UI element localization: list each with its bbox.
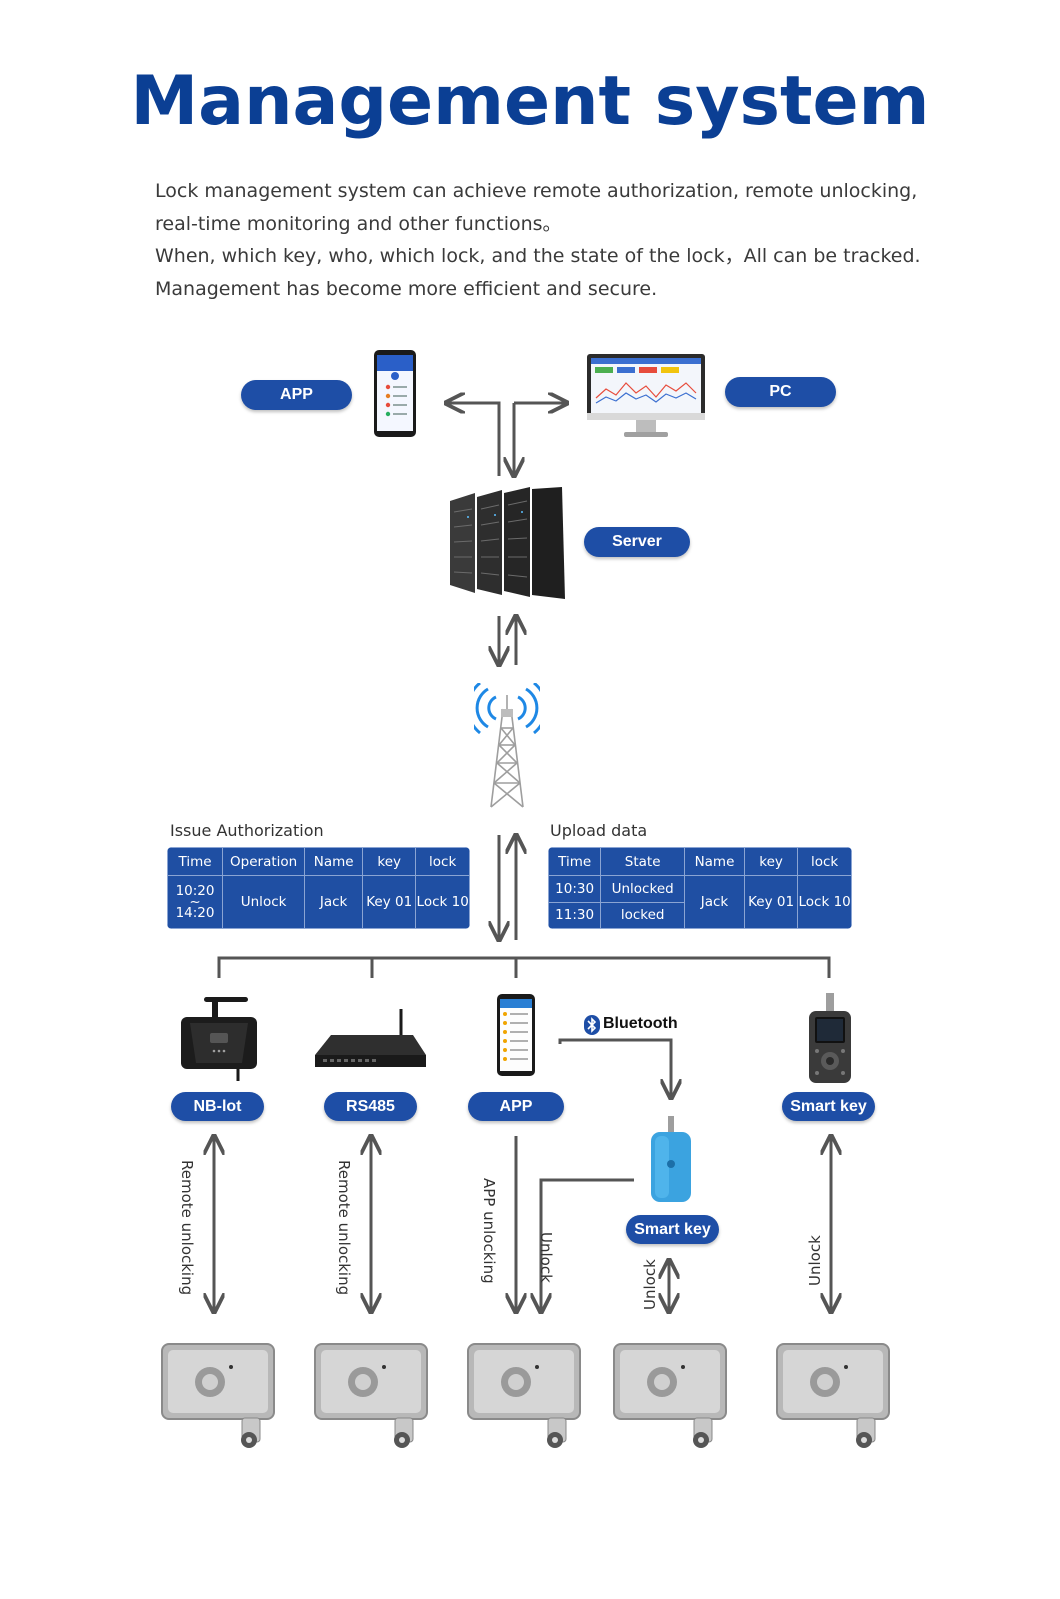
description: Lock management system can achieve remot… [155,175,985,305]
table-header: State [600,847,686,876]
door-lock-icon [776,1343,890,1448]
app-bottom-pill: APP [468,1092,564,1121]
handheld-smart-key-pill: Smart key [782,1092,875,1121]
table-cell: Key 01 [362,875,417,929]
rs485-router-icon [315,1009,426,1067]
table-cell: Jack [304,875,364,929]
app-top-pill: APP [241,380,352,410]
door-lock-icon [161,1343,275,1448]
upload-data-label: Upload data [550,821,648,840]
arrow-fob-lock [541,1178,634,1312]
description-line: Lock management system can achieve remot… [155,180,918,202]
edge-label-fob: Unlock [641,1259,659,1310]
bluetooth-arrow [558,1038,671,1098]
table-header: lock [415,847,470,876]
edge-label-app: APP unlocking [480,1178,498,1284]
bluetooth-label: Bluetooth [603,1015,678,1032]
cell-tower-icon [474,683,540,808]
description-line: Management has become more efficient and… [155,277,658,300]
key-fob-icon [651,1116,691,1202]
nb-iot-pill: NB-lot [171,1092,264,1121]
distribution-bar [217,956,831,978]
phone-icon [374,350,416,437]
table-header: Time [548,847,602,876]
edge-label-rs485: Remote unlocking [335,1160,353,1296]
key-fob-pill: Smart key [626,1215,719,1244]
table-cell: Unlock [222,875,306,929]
upload-data-table: Time State Name key lock 10:30 Unlocked … [548,847,852,929]
page-title: Management system [130,62,930,141]
edge-label-handheld: Unlock [806,1235,824,1286]
table-cell: Unlocked [600,875,686,903]
time-end: 14:20 [175,904,215,921]
table-cell: 10:30 [548,875,602,903]
issue-authorization-label: Issue Authorization [170,821,324,840]
table-header: Name [684,847,745,876]
phone-icon [497,994,535,1076]
edge-label-app-to-key: Unlock [537,1232,555,1283]
monitor-icon [587,354,705,437]
issue-authorization-table: Time Operation Name key lock 10:20 ~ 14:… [167,847,470,929]
table-cell: Lock 10 [797,875,852,929]
description-line: real-time monitoring and other functions… [155,212,562,235]
rs485-pill: RS485 [324,1092,417,1121]
description-line: When, which key, who, which lock, and th… [155,245,921,267]
handheld-smart-key-icon [809,993,851,1083]
arrow-to-app [446,403,501,476]
table-header: Name [304,847,364,876]
table-header: key [362,847,417,876]
table-cell: Lock 10 [415,875,470,929]
table-header: Time [167,847,224,876]
door-lock-icon [613,1343,727,1448]
table-cell-time: 10:20 ~ 14:20 [167,875,224,929]
pc-pill: PC [725,377,836,407]
table-header: Operation [222,847,306,876]
door-lock-icon [314,1343,428,1448]
server-pill: Server [584,527,690,557]
bluetooth-icon [584,1015,600,1035]
table-cell: Jack [684,875,745,929]
nb-iot-gateway-icon [181,997,257,1081]
table-cell: Key 01 [743,875,799,929]
table-header: key [743,847,799,876]
edge-label-nbiot: Remote unlocking [178,1160,196,1296]
table-cell: locked [600,901,686,929]
door-lock-icon [467,1343,581,1448]
time-start: 10:20 [175,882,215,899]
time-sep: ~ [189,893,201,910]
table-header: lock [797,847,852,876]
table-cell: 11:30 [548,901,602,929]
server-rack-icon [450,487,565,599]
